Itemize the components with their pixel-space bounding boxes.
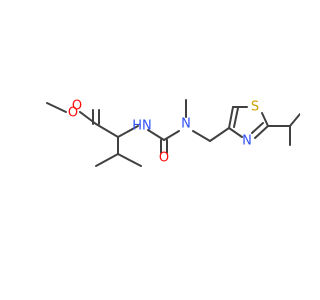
bond-c2-n-b (251, 122, 264, 134)
bond-lines (46, 99, 300, 167)
bond-s-c2 (261, 112, 269, 127)
bond-methyl-o (46, 102, 67, 113)
bond-ch2-ring (209, 127, 230, 142)
bond-c4-c5-a (228, 106, 234, 129)
atom-amide-nh: HN (132, 119, 152, 134)
atom-ester-o-double: O (72, 99, 82, 114)
bond-c4-c5-b (233, 107, 239, 128)
atom-ester-o-single: O (68, 106, 78, 121)
bond-carbonyl-alpha (95, 123, 119, 138)
atom-thiazole-s: S (251, 100, 259, 115)
bond-beta-methyl-a (95, 153, 119, 167)
atom-urea-n: N (181, 117, 191, 132)
atom-thiazole-n: N (242, 134, 252, 149)
bond-c2-n-a (254, 125, 269, 139)
molecule-structure: O O HN O N S N (46, 99, 300, 167)
bond-iso-up (289, 113, 300, 127)
bond-nh-urea-c (147, 129, 165, 141)
bond-urea-c-n (163, 130, 180, 141)
bond-alpha-nh (117, 125, 139, 138)
bond-beta-methyl-b (117, 153, 142, 167)
bond-n-ch2 (192, 130, 211, 142)
bond-n-c4 (228, 127, 243, 138)
atom-urea-o: O (159, 151, 169, 166)
atom-labels: O O HN O N S N (68, 99, 259, 166)
